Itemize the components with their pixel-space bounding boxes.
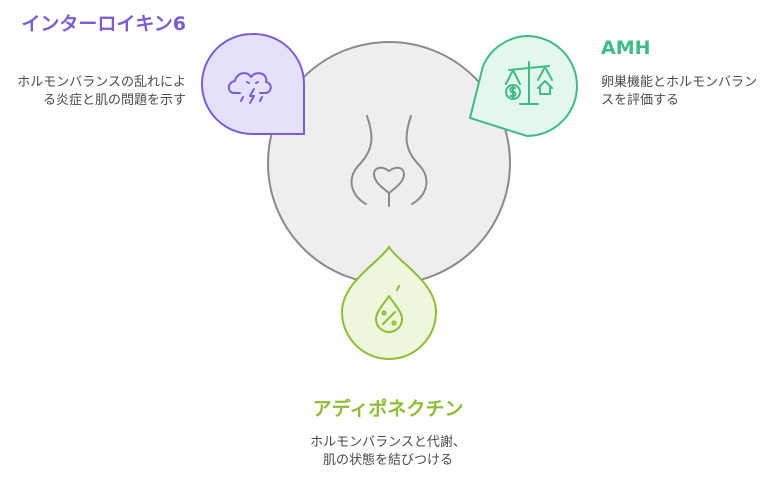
- il6-pin: [200, 32, 305, 135]
- adiponectin-title: アディポネクチン: [312, 398, 464, 420]
- amh-title: AMH: [601, 37, 651, 59]
- storm-cloud-icon: [227, 72, 272, 104]
- adiponectin-description: ホルモンバランスと代謝、肌の状態を結びつける: [310, 435, 466, 468]
- scale-icon: [505, 61, 553, 105]
- amh-pin: [468, 34, 579, 138]
- amh-description: 卵巣機能とホルモンバランスを評価する: [601, 75, 758, 108]
- torso-heart-icon: [350, 115, 428, 207]
- il6-title: インターロイキン6: [21, 13, 186, 35]
- percent-drop-icon: [375, 285, 403, 333]
- il6-description: ホルモンバランスの乱れによる炎症と肌の問題を示す: [17, 75, 186, 108]
- adiponectin-pin: [340, 245, 438, 360]
